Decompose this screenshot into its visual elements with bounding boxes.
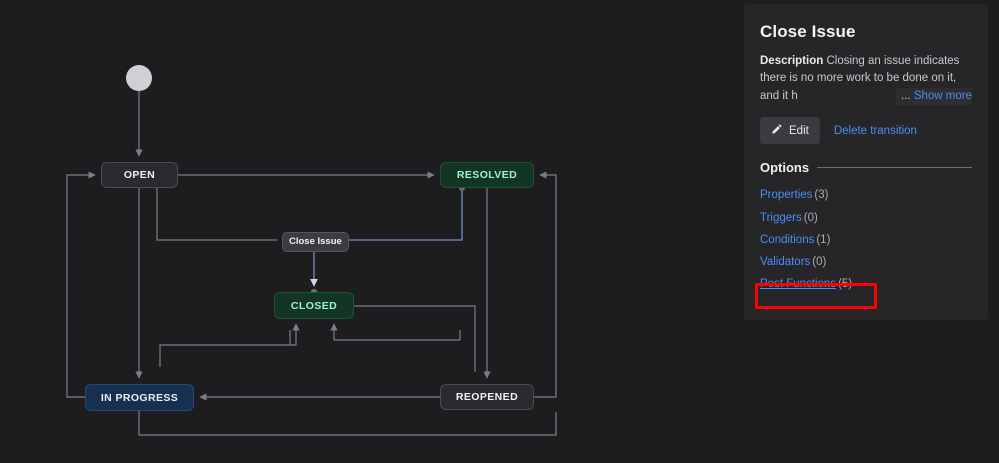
- workflow-edges: [66, 91, 557, 436]
- delete-transition-link[interactable]: Delete transition: [833, 124, 917, 137]
- options-heading-row: Options: [760, 160, 972, 175]
- option-item-post-functions: Post Functions(5): [760, 273, 972, 295]
- triggers-link[interactable]: Triggers: [760, 211, 802, 224]
- node-label-reopened: REOPENED: [455, 391, 519, 403]
- option-item-validators: Validators(0): [760, 251, 972, 273]
- post-functions-count: (5): [838, 278, 853, 291]
- post-functions-link[interactable]: Post Functions: [760, 278, 837, 291]
- description-ellipsis: ...: [901, 89, 911, 102]
- transition-details-panel: Close Issue Description Closing an issue…: [744, 4, 988, 320]
- show-more-wrapper: ... Show more: [896, 87, 972, 106]
- description-text: Closing an issue indicates there is no m…: [760, 55, 960, 102]
- node-label-in-progress: IN PROGRESS: [100, 391, 179, 404]
- edit-button-label: Edit: [789, 124, 809, 137]
- workflow-node-resolved[interactable]: RESOLVED: [440, 162, 534, 188]
- workflow-node-closed[interactable]: CLOSED: [274, 292, 354, 319]
- transition-label-text: Close Issue: [289, 236, 342, 247]
- options-list: Properties(3) Triggers(0) Conditions(1) …: [760, 184, 972, 295]
- validators-link[interactable]: Validators: [760, 255, 811, 268]
- option-item-triggers: Triggers(0): [760, 207, 972, 229]
- workflow-node-reopened[interactable]: REOPENED: [440, 384, 534, 410]
- description-label: Description: [760, 55, 824, 67]
- option-item-properties: Properties(3): [760, 184, 972, 206]
- properties-count: (3): [814, 189, 829, 202]
- show-more-link[interactable]: Show more: [913, 89, 972, 102]
- conditions-link[interactable]: Conditions: [760, 233, 815, 246]
- edit-button[interactable]: Edit: [760, 117, 820, 145]
- options-heading: Options: [760, 160, 810, 176]
- node-label-open: OPEN: [123, 169, 156, 181]
- validators-count: (0): [812, 255, 827, 268]
- pencil-icon: [771, 123, 783, 138]
- node-label-resolved: RESOLVED: [456, 169, 518, 181]
- panel-action-row: Edit Delete transition: [760, 117, 972, 145]
- options-divider: [817, 167, 972, 169]
- transition-description: Description Closing an issue indicates t…: [760, 53, 972, 106]
- option-item-conditions: Conditions(1): [760, 229, 972, 251]
- properties-link[interactable]: Properties: [760, 189, 813, 202]
- node-label-closed: CLOSED: [290, 299, 338, 312]
- workflow-node-in-progress[interactable]: IN PROGRESS: [85, 384, 194, 411]
- triggers-count: (0): [803, 211, 818, 224]
- panel-title: Close Issue: [760, 22, 856, 41]
- conditions-count: (1): [816, 233, 831, 246]
- workflow-start-node[interactable]: [126, 65, 152, 91]
- workflow-node-open[interactable]: OPEN: [101, 162, 178, 188]
- transition-label-close-issue[interactable]: Close Issue: [282, 232, 349, 252]
- workflow-diagram[interactable]: OPEN RESOLVED CLOSED IN PROGRESS REOPENE…: [0, 0, 744, 463]
